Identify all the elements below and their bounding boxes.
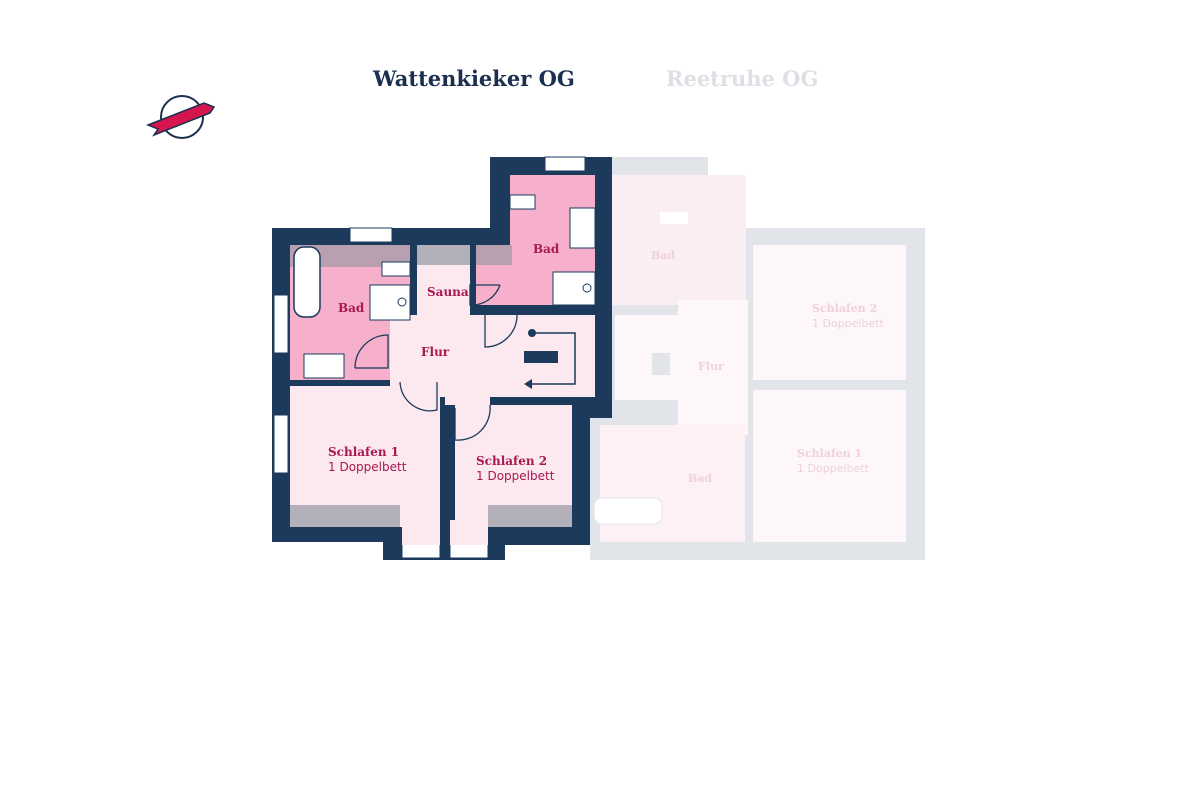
room-label-bad: Bad	[533, 242, 560, 256]
stairs-icon	[524, 351, 558, 363]
room-beds: 1 Doppelbett	[797, 462, 870, 475]
sink-icon	[569, 207, 596, 249]
room-label-schlafen-2: Schlafen 2	[476, 454, 547, 468]
room-label-bad: Bad	[688, 472, 712, 485]
room-beds: 1 Doppelbett	[328, 460, 407, 474]
room-label-schlafen-2: Schlafen 2	[812, 302, 877, 315]
tab-reetruhe-og[interactable]: Reetruhe OG	[666, 66, 819, 91]
room-beds: 1 Doppelbett	[476, 469, 555, 483]
room-label-bad: Bad	[651, 249, 675, 262]
room-label-flur: Flur	[698, 360, 724, 373]
room-label-sauna: Sauna	[427, 285, 469, 299]
logo-icon[interactable]	[146, 95, 218, 141]
sink-icon	[303, 353, 345, 379]
room-schlafen-1	[290, 386, 440, 527]
floor-plan-wattenkieker[interactable]: Bad Sauna Bad Flur Schlafen 1 1 Doppelbe…	[272, 156, 612, 560]
room-label-schlafen-1: Schlafen 1	[328, 445, 399, 459]
room-label-flur: Flur	[421, 345, 450, 359]
room-beds: 1 Doppelbett	[812, 317, 885, 330]
room-label-bad: Bad	[338, 301, 365, 315]
tab-wattenkieker-og[interactable]: Wattenkieker OG	[373, 66, 575, 91]
floor-plan-reetruhe[interactable]: Bad Flur Bad Schlafen 2 1 Doppelbett Sch…	[590, 157, 925, 560]
room-label-schlafen-1: Schlafen 1	[797, 447, 862, 460]
bathtub-icon	[293, 246, 321, 318]
